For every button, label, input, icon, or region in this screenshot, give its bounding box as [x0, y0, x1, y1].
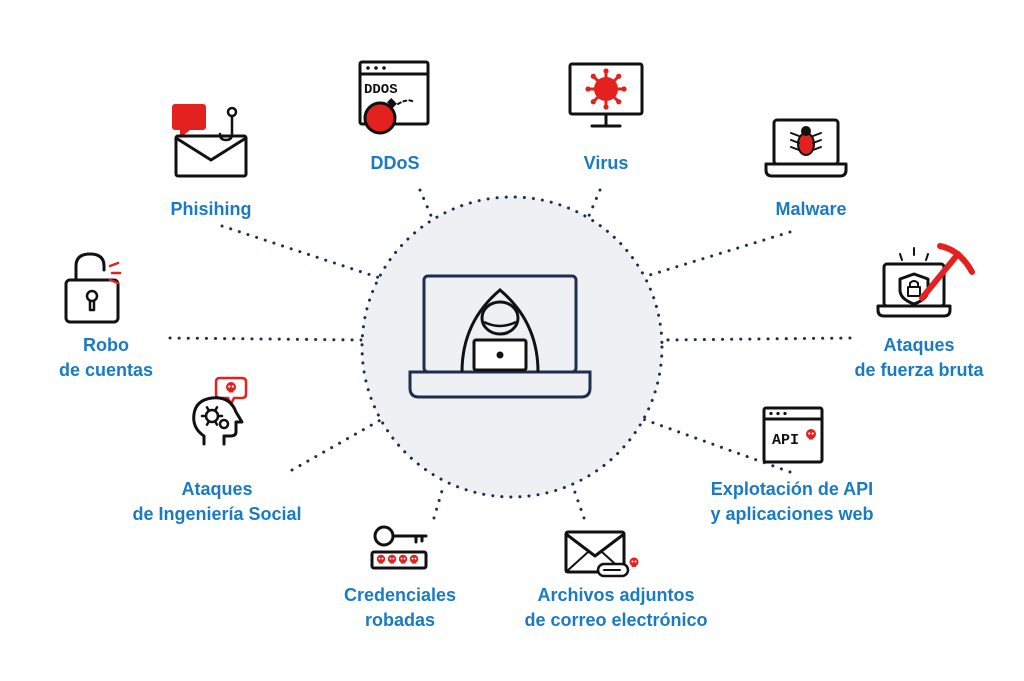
threat-label-line: de fuerza bruta: [854, 360, 984, 380]
connector-malware: [638, 230, 792, 280]
threat-label-line: Ataques: [181, 479, 253, 499]
threat-label-brute-force: Ataques de fuerza bruta: [854, 333, 983, 383]
threat-label-line: Credenciales: [343, 585, 457, 605]
connector-phishing: [220, 224, 382, 280]
threat-label-line: Robo: [83, 335, 129, 355]
key-password-icon: [370, 525, 428, 570]
threat-label-line: robadas: [364, 610, 436, 630]
api-window-icon: API: [762, 406, 824, 464]
connector-accounts: [168, 336, 364, 342]
threat-label-line: Explotación de API: [710, 479, 874, 499]
threat-label-accounts: Robo de cuentas: [59, 333, 153, 383]
envelope-paperclip-icon: [564, 530, 639, 578]
threat-label-ddos: DDoS: [371, 151, 420, 176]
bug-laptop-icon: [764, 118, 848, 178]
threat-label-line: Malware: [775, 199, 847, 219]
threat-label-api: Explotación de API y aplicaciones web: [710, 477, 873, 527]
threat-label-line: Phisihing: [170, 199, 252, 219]
threat-label-malware: Malware: [775, 197, 846, 222]
threat-label-credentials: Credenciales robadas: [344, 583, 456, 633]
threat-label-social: Ataques de Ingeniería Social: [132, 477, 301, 527]
hooded-hacker-laptop-icon: [408, 274, 592, 399]
connector-brute-force: [660, 336, 852, 342]
threat-label-line: Ataques: [883, 335, 955, 355]
threat-label-line: de correo electrónico: [524, 610, 708, 630]
open-padlock-icon: [64, 252, 122, 324]
virus-monitor-icon: [568, 62, 644, 128]
pickaxe-lock-laptop-icon: [876, 243, 975, 318]
threat-label-virus: Virus: [584, 151, 629, 176]
envelope-hook-icon: [172, 104, 248, 178]
connector-attachments: [570, 482, 586, 520]
threat-label-line: y aplicaciones web: [710, 504, 874, 524]
threat-label-line: Virus: [583, 153, 629, 173]
connector-api: [638, 416, 792, 474]
threat-label-line: DDoS: [370, 153, 420, 173]
threat-icons: DDOS API: [64, 60, 975, 578]
svg-text:API: API: [772, 432, 799, 449]
head-gears-icon: [192, 376, 248, 446]
connector-ddos: [418, 188, 434, 220]
threat-label-line: Archivos adjuntos: [537, 585, 695, 605]
threat-label-phishing: Phisihing: [171, 197, 252, 222]
svg-text:DDOS: DDOS: [364, 82, 398, 98]
ddos-browser-bomb-icon: DDOS: [358, 60, 430, 135]
connector-social: [290, 416, 386, 472]
threat-label-line: de Ingeniería Social: [132, 504, 302, 524]
threat-label-attachments: Archivos adjuntos de correo electrónico: [524, 583, 707, 633]
connector-credentials: [432, 482, 446, 520]
connector-virus: [586, 188, 602, 220]
threat-label-line: de cuentas: [58, 360, 154, 380]
